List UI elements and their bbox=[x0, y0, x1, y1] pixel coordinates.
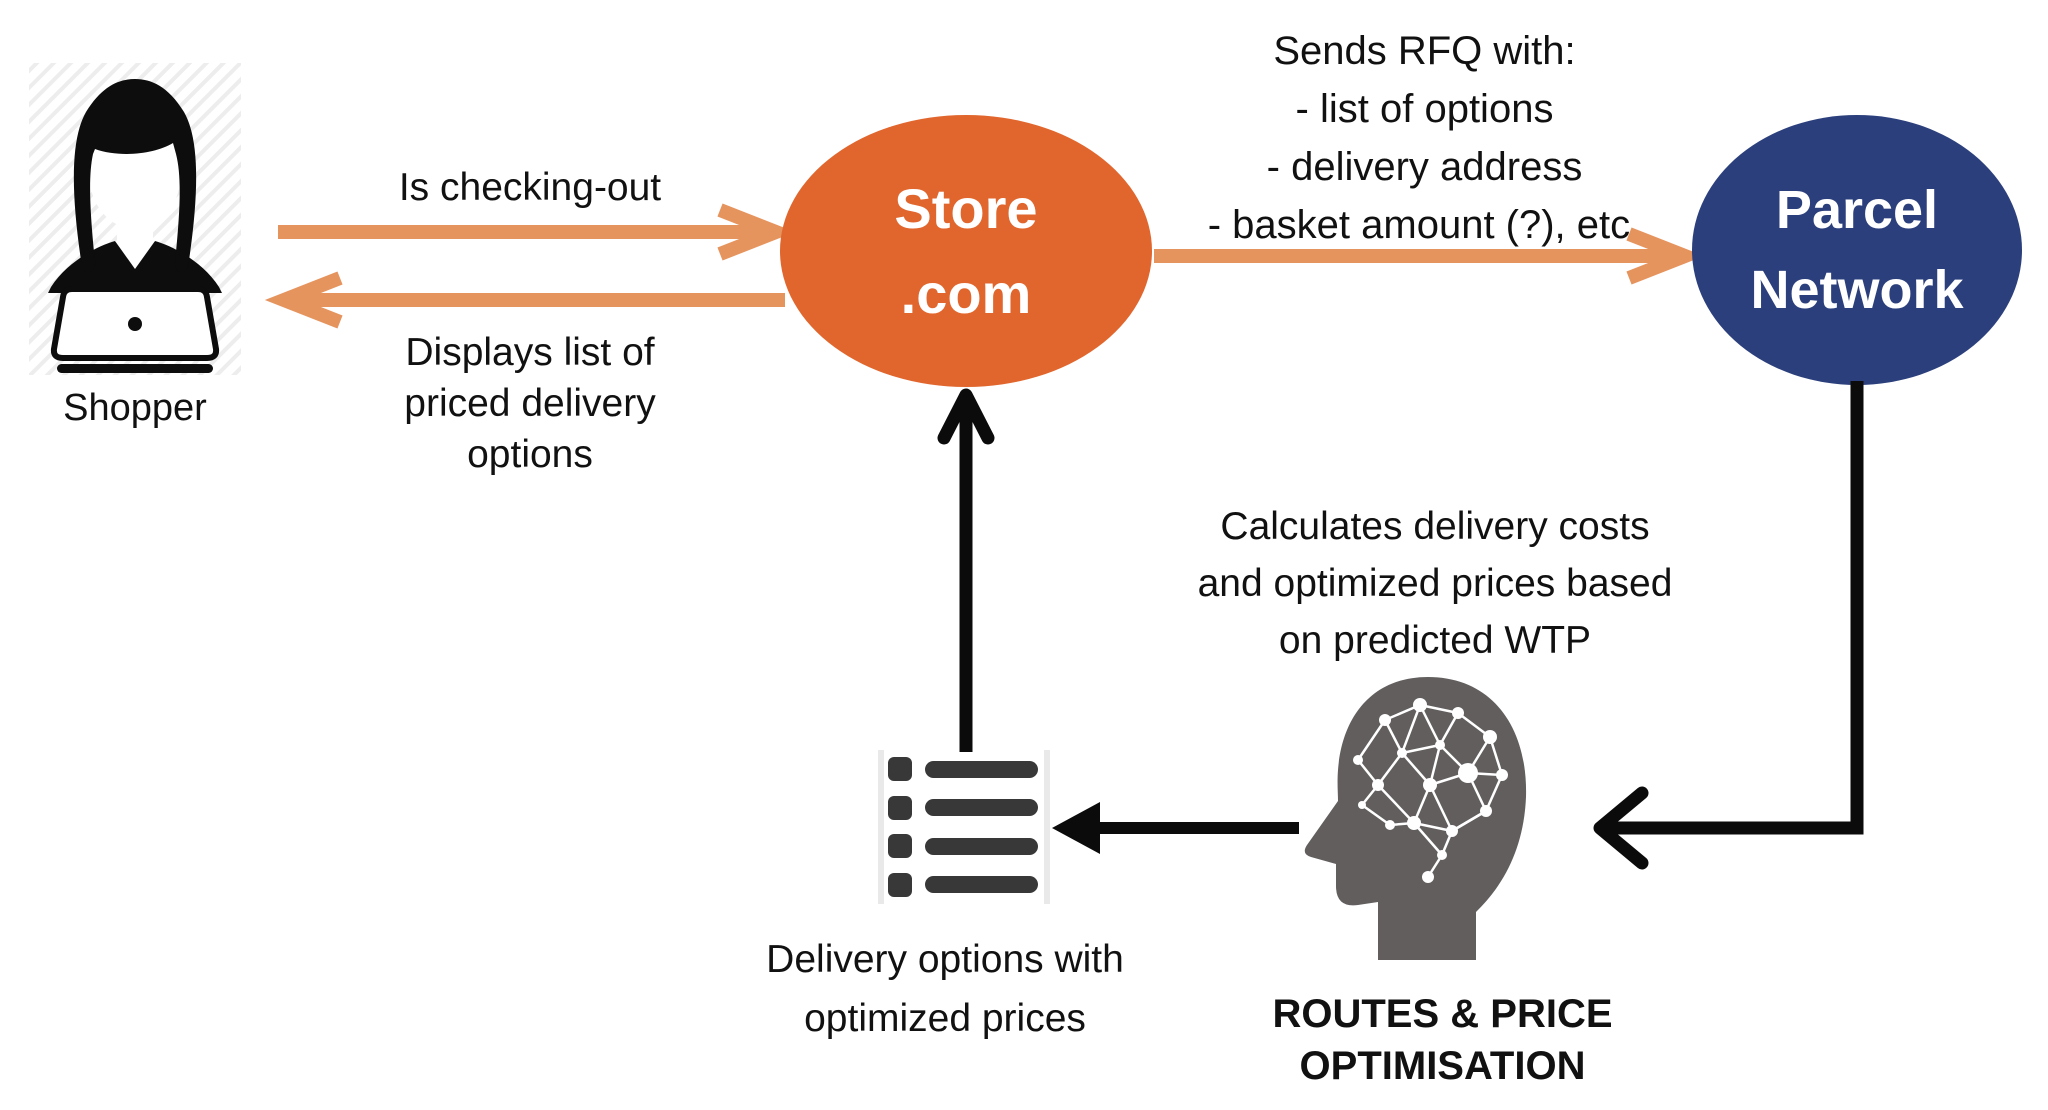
shopper-woman-at-laptop-icon bbox=[29, 63, 241, 375]
edge-label-calculates-line3: on predicted WTP bbox=[1278, 619, 1592, 662]
list-bar bbox=[925, 876, 1038, 894]
list-item bbox=[878, 872, 1050, 898]
options-list-label: Delivery options with optimized prices bbox=[685, 930, 1205, 1048]
list-item bbox=[878, 756, 1050, 782]
list-bar bbox=[925, 799, 1038, 817]
parcel-network-label-line1: Parcel bbox=[1775, 180, 1939, 240]
list-card-left-edge bbox=[878, 750, 884, 904]
optimiser-label-line2: OPTIMISATION bbox=[1299, 1044, 1586, 1088]
arrow-optimiser-to-options-list bbox=[1052, 802, 1299, 854]
list-bar bbox=[925, 837, 1038, 855]
list-bar bbox=[925, 760, 1038, 778]
neural-network-nodes bbox=[1353, 698, 1508, 883]
edge-label-displays-line2: priced delivery bbox=[404, 382, 656, 425]
parcel-network-node: Parcel Network bbox=[1692, 115, 2022, 385]
edge-label-calculates: Calculates delivery costs and optimized … bbox=[1135, 498, 1735, 669]
list-bullet bbox=[888, 872, 912, 897]
list-item bbox=[878, 833, 1050, 859]
edge-label-rfq-line1: Sends RFQ with: bbox=[1273, 29, 1576, 73]
parcel-network-label-line2: Network bbox=[1750, 260, 1964, 320]
arrow-shopper-to-store bbox=[278, 203, 792, 261]
store-node: Store .com bbox=[780, 115, 1152, 387]
arrow-options-list-to-store bbox=[937, 388, 995, 752]
store-node-label-line1: Store bbox=[894, 177, 1038, 240]
list-bullet bbox=[888, 757, 912, 781]
arrow-store-to-parcel-network bbox=[1154, 227, 1705, 285]
list-bullet bbox=[888, 834, 912, 859]
edge-label-checkout: Is checking-out bbox=[398, 166, 662, 209]
store-node-label-line2: .com bbox=[900, 262, 1032, 325]
edge-label-displays: Displays list of priced delivery options bbox=[290, 327, 770, 480]
delivery-options-list-icon bbox=[878, 750, 1050, 904]
optimiser-node-label: ROUTES & PRICE OPTIMISATION bbox=[1190, 988, 1695, 1092]
list-bullet bbox=[888, 795, 912, 820]
shopper-node-label: Shopper bbox=[63, 387, 207, 429]
edge-label-displays-line3: options bbox=[467, 433, 593, 476]
edge-label-rfq-line4: - basket amount (?), etc. bbox=[1207, 203, 1642, 247]
optimiser-label-line1: ROUTES & PRICE bbox=[1272, 992, 1613, 1036]
edge-label-calculates-line1: Calculates delivery costs bbox=[1220, 505, 1650, 548]
edge-label-rfq: Sends RFQ with: - list of options - deli… bbox=[1152, 22, 1697, 254]
edge-label-rfq-line3: - delivery address bbox=[1266, 145, 1583, 189]
edge-label-calculates-line2: and optimized prices based bbox=[1197, 562, 1673, 605]
edge-label-rfq-line2: - list of options bbox=[1295, 87, 1554, 131]
options-list-label-line2: optimized prices bbox=[804, 997, 1086, 1040]
list-item bbox=[878, 795, 1050, 821]
list-card-right-edge bbox=[1044, 750, 1050, 904]
arrow-parcel-network-to-optimiser bbox=[1593, 381, 1864, 870]
edge-label-displays-line1: Displays list of bbox=[405, 331, 655, 374]
options-list-label-line1: Delivery options with bbox=[766, 938, 1124, 981]
arrow-store-to-shopper bbox=[264, 271, 785, 329]
brain-network-head-icon bbox=[1304, 677, 1527, 960]
